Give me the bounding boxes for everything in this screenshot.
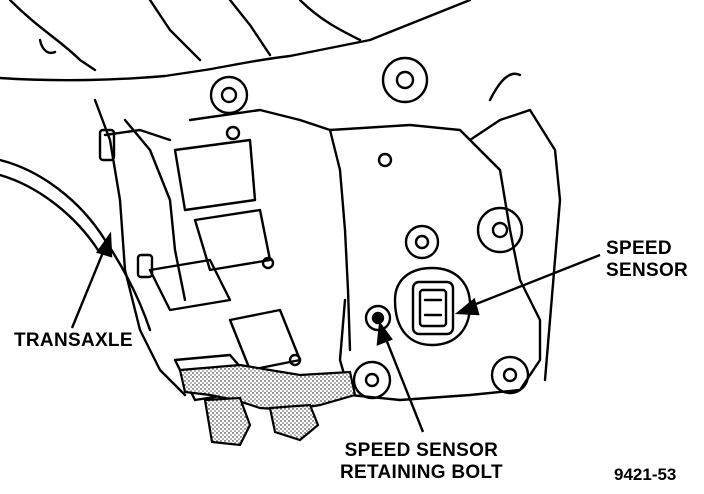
leader-speed-sensor — [465, 253, 601, 310]
boss-top-mid — [381, 56, 429, 104]
arrowhead-speed-sensor — [454, 297, 480, 316]
housing-upper-contour — [8, 0, 97, 72]
boss-right — [476, 206, 524, 254]
boss-lower-left — [352, 360, 392, 400]
retaining-bolt — [364, 304, 392, 332]
housing-upper-ridge — [148, 0, 202, 62]
retaining-bolt-line2: RETAINING BOLT — [340, 462, 503, 483]
bell-housing-curve — [0, 158, 152, 332]
boss-top-left — [209, 75, 249, 115]
retaining-bolt-label: SPEED SENSOR RETAINING BOLT — [340, 440, 503, 484]
housing-mid-block — [188, 108, 352, 352]
speed-sensor-label: SPEED SENSOR — [606, 238, 688, 282]
figure-number: 9421-53 — [614, 465, 677, 484]
retaining-bolt-line1: SPEED SENSOR — [344, 440, 499, 461]
leader-transaxle — [70, 244, 108, 329]
sensor-mounting-flange — [328, 123, 542, 402]
speed-sensor-line1: SPEED — [606, 238, 672, 259]
housing-top-edge — [0, 0, 472, 82]
speed-sensor-line2: SENSOR — [606, 260, 689, 281]
boss-mid — [404, 224, 440, 260]
speed-sensor-connector — [411, 280, 455, 336]
arrowhead-transaxle — [96, 231, 113, 258]
leader-retaining-bolt — [382, 333, 425, 433]
boss-lower-right — [490, 355, 530, 395]
transaxle-label: TRANSAXLE — [14, 330, 133, 352]
transaxle-text: TRANSAXLE — [14, 330, 133, 351]
arrowhead-retaining-bolt — [376, 320, 393, 346]
